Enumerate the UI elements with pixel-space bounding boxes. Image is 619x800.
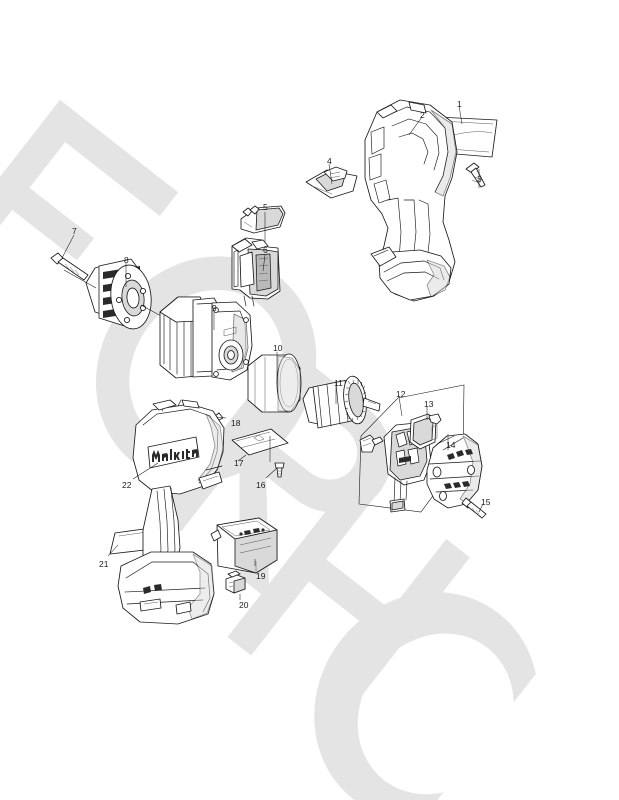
callout-11: 11	[334, 378, 343, 388]
callout-3: 3	[477, 174, 482, 184]
part-14-rear-motor-cover	[426, 433, 483, 509]
callout-20: 20	[239, 600, 249, 610]
part-4-reversing-switch-slider	[305, 166, 358, 199]
callout-1: 1	[457, 99, 462, 109]
callout-17: 17	[234, 458, 244, 468]
callout-18: 18	[231, 418, 241, 428]
callout-5: 5	[263, 202, 268, 212]
callout-22: 22	[122, 480, 132, 490]
part-6-switch-assembly	[231, 237, 281, 307]
callout-4: 4	[327, 156, 332, 166]
callout-10: 10	[273, 343, 283, 353]
callout-14: 14	[446, 440, 456, 450]
callout-6: 6	[263, 245, 268, 255]
part-8-keyless-chuck	[85, 258, 152, 330]
part-20-terminal-connector	[225, 570, 246, 594]
callout-21: 21	[99, 559, 109, 569]
callout-8: 8	[124, 255, 129, 265]
part-9-gear-assembly	[159, 296, 253, 381]
part-13-carbon-brush-holder	[409, 413, 442, 450]
callout-13: 13	[424, 399, 434, 409]
part-17-controller-plate	[231, 428, 289, 462]
part-10-motor-spacer-ring	[247, 353, 302, 413]
callout-12: 12	[396, 389, 406, 399]
callout-19: 19	[256, 571, 266, 581]
part-16-controller-screw	[274, 462, 285, 478]
callout-2: 2	[420, 110, 425, 120]
part-5-speed-change-lever	[240, 205, 286, 234]
part-19-controller-case	[210, 517, 278, 574]
callout-9: 9	[212, 303, 217, 313]
callout-7: 7	[72, 226, 77, 236]
part-7-chuck-screw	[50, 252, 89, 281]
callout-16: 16	[256, 480, 266, 490]
part-22-assembled-drill	[117, 399, 225, 625]
part-11-armature	[302, 375, 381, 429]
callout-15: 15	[481, 497, 491, 507]
part-15-rear-screw	[461, 497, 487, 519]
part-2-housing-set	[364, 99, 458, 302]
part-3-screw	[465, 162, 486, 188]
